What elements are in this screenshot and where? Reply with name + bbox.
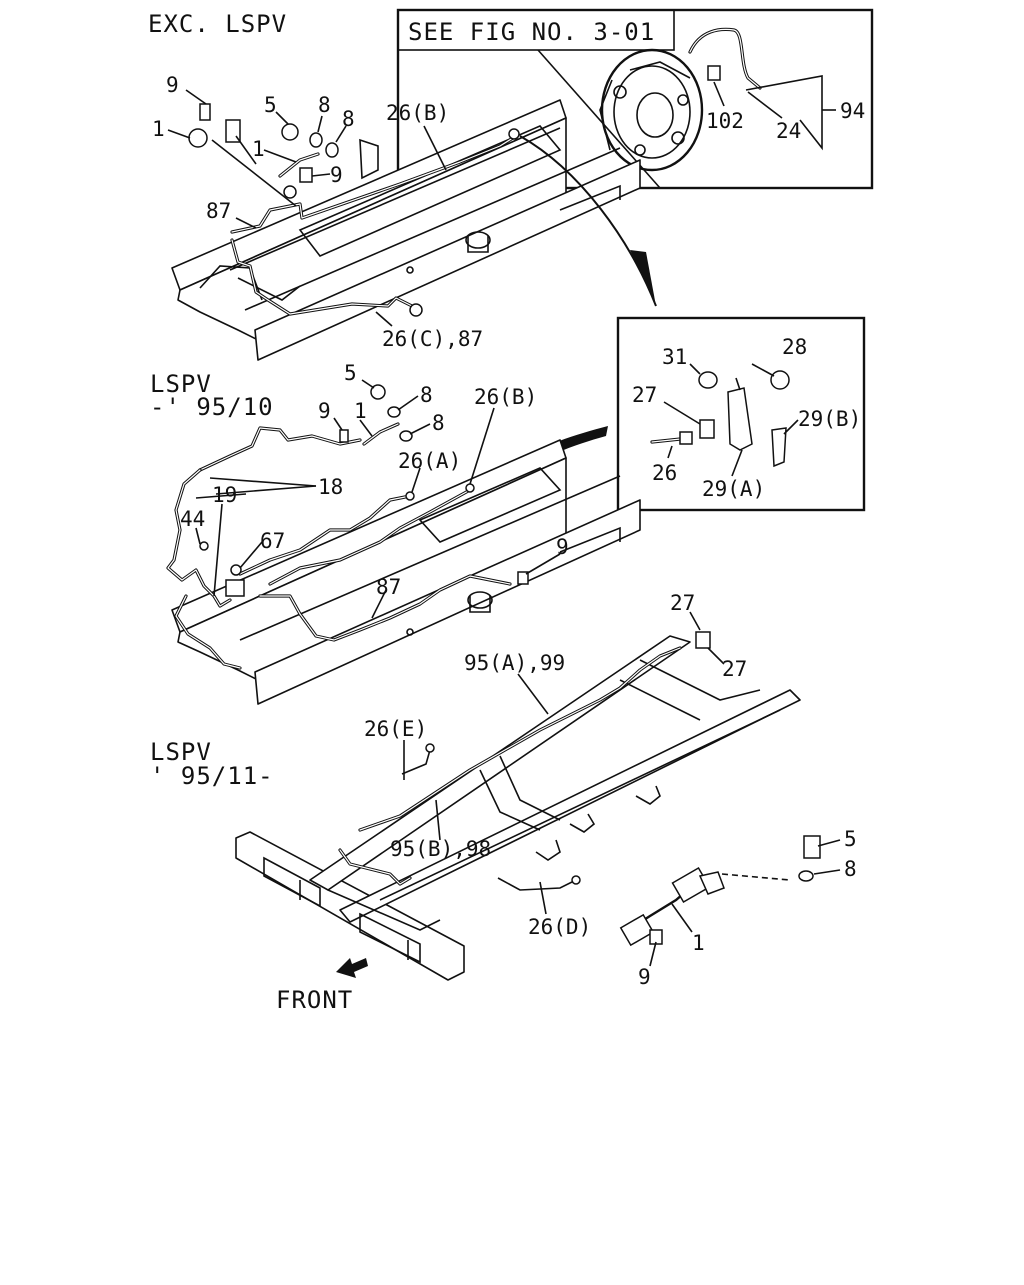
- part-31-nut: [698, 371, 718, 389]
- part-28-bolt: [770, 370, 790, 390]
- frame-bottom: [235, 635, 801, 981]
- callout-27-mid-b: 27: [722, 657, 747, 681]
- callout-29b: 29(B): [798, 407, 861, 431]
- part-27-grommet: [699, 419, 715, 439]
- callout-26c-87: 26(C),87: [382, 327, 483, 351]
- section-title-lspv-upto: LSPV: [150, 370, 212, 398]
- part-8-washer-bottom: [798, 870, 814, 882]
- callout-18: 18: [318, 475, 343, 499]
- callout-31: 31: [662, 345, 687, 369]
- part-29a-clip: [727, 387, 753, 451]
- callout-94: 94: [840, 99, 865, 123]
- part-1-hose-mid: [362, 422, 400, 446]
- callout-95a-99: 95(A),99: [464, 651, 565, 675]
- reference-label-box: [397, 9, 675, 51]
- callout-67: 67: [260, 529, 285, 553]
- callout-102: 102: [706, 109, 744, 133]
- callout-5-mid: 5: [344, 361, 357, 385]
- leader-to-detail: [490, 426, 608, 488]
- section-title-exc-lspv: EXC. LSPV: [148, 10, 287, 38]
- callout-95b-98: 95(B),98: [390, 837, 491, 861]
- part-5-bolt-bottom: [803, 835, 821, 859]
- section-subtitle-lspv-upto: -' 95/10: [150, 393, 274, 421]
- part-8-washer-2: [325, 142, 339, 158]
- callout-1-b: 1: [252, 137, 265, 161]
- part-8-washer-mid-2: [399, 430, 413, 442]
- brake-pipe-19: [198, 426, 362, 472]
- callout-9: 9: [166, 73, 179, 97]
- detail-panel: 31 28 27 29(B) 26 29(A): [490, 316, 866, 512]
- callout-44: 44: [180, 507, 205, 531]
- callout-5: 5: [264, 93, 277, 117]
- callout-26e: 26(E): [364, 717, 427, 741]
- part-8-washer-mid: [387, 406, 401, 418]
- callout-9-bottom: 9: [638, 965, 651, 989]
- section-title-lspv-from: LSPV: [150, 738, 212, 766]
- callout-26a-mid: 26(A): [398, 449, 461, 473]
- part-29b-clip: [771, 427, 787, 468]
- part-lspv-valve: [225, 579, 245, 597]
- callout-8-mid: 8: [420, 383, 433, 407]
- detail-panel-border: [616, 316, 866, 512]
- part-9-clip: [199, 103, 211, 121]
- callout-19: 19: [212, 483, 237, 507]
- section-subtitle-lspv-from: ' 95/11-: [150, 762, 274, 790]
- callout-26: 26: [652, 461, 677, 485]
- front-label: FRONT: [276, 986, 353, 1014]
- callout-26b: 26(B): [386, 101, 449, 125]
- part-9-clip-bottom: [649, 929, 663, 945]
- callout-1: 1: [152, 117, 165, 141]
- part-27-grommet-mid: [695, 631, 711, 649]
- part-8-washer: [309, 132, 323, 148]
- part-5-bolt-mid: [370, 384, 386, 400]
- part-9-clip-2: [299, 167, 313, 183]
- callout-8-mid-b: 8: [432, 411, 445, 435]
- front-arrow: [336, 958, 368, 978]
- reference-panel: SEE FIG NO. 3-01 102 24 94: [396, 8, 874, 190]
- callout-87: 87: [206, 199, 231, 223]
- callout-24: 24: [776, 119, 801, 143]
- flex-hose-assembly: [619, 835, 821, 947]
- callout-8: 8: [318, 93, 331, 117]
- callout-9-b: 9: [330, 163, 343, 187]
- callout-9-mid: 9: [318, 399, 331, 423]
- reference-label: SEE FIG NO. 3-01: [408, 18, 655, 46]
- callout-8-b: 8: [342, 107, 355, 131]
- brake-backing-plate: [599, 48, 704, 172]
- callout-9-mid-b: 9: [556, 535, 569, 559]
- callout-26d: 26(D): [528, 915, 591, 939]
- callout-29a: 29(A): [702, 477, 765, 501]
- callout-8-bottom: 8: [844, 857, 857, 881]
- part-1-hose-fitting: [619, 913, 655, 947]
- callout-1-bottom: 1: [692, 931, 705, 955]
- callout-27-mid: 27: [670, 591, 695, 615]
- part-1-connector: [188, 128, 208, 148]
- part-9-clip-mid-2: [517, 571, 529, 585]
- part-9-clip-mid: [339, 429, 349, 443]
- callout-27: 27: [632, 383, 657, 407]
- callout-28: 28: [782, 335, 807, 359]
- callout-87-mid: 87: [376, 575, 401, 599]
- callout-5-bottom: 5: [844, 827, 857, 851]
- callout-1-mid: 1: [354, 399, 367, 423]
- callout-26b-mid: 26(B): [474, 385, 537, 409]
- part-5-bolt: [281, 123, 299, 141]
- part-102-bleeder: [707, 65, 721, 81]
